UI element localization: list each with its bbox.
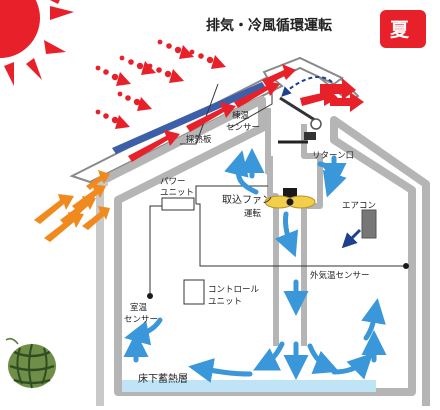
season-badge-label: 夏 [390, 19, 410, 41]
underfloor-storage [122, 380, 376, 392]
incoming-air-arrows [34, 170, 110, 242]
damper-motor [304, 132, 316, 140]
ac-airflow-arrow [341, 228, 362, 249]
outdoor-sensor-label: 外気温センサー [310, 270, 370, 281]
sun-rays [95, 39, 226, 129]
power-unit-label-1: パワー [160, 177, 186, 187]
ridge-sensor-dot [310, 118, 322, 130]
ray-7 [117, 91, 152, 111]
duct [265, 108, 323, 346]
storage-layer-label: 床下蓄熱層 [138, 372, 188, 385]
return-port-label: リターン口 [312, 151, 354, 161]
ray-2 [119, 55, 156, 75]
diagram-title: 排気・冷風循環運転 [206, 17, 332, 34]
heat-collector-label: 採熱板 [186, 134, 212, 145]
dashed-return-arrow [281, 76, 333, 97]
ridge-sensor-label-1: 棟温 [232, 110, 250, 121]
watermelon-icon [5, 337, 56, 389]
ray-3 [147, 63, 184, 83]
room-sensor-label-2: センサー [124, 315, 158, 325]
cool-air-arrows [123, 148, 387, 383]
control-unit [183, 279, 205, 305]
control-unit-label-2: ユニット [208, 297, 242, 307]
season-badge [380, 10, 426, 48]
ray-5 [189, 49, 226, 69]
sun-icon [0, 0, 74, 86]
fan-icon [264, 188, 316, 209]
outdoor-sensor-dot [403, 263, 409, 269]
air-conditioner-label: エアコン [342, 201, 376, 211]
heat-collector-plate [112, 82, 266, 154]
room-sensor-label-1: 室温 [130, 302, 148, 313]
roof-hot-air-arrows [128, 64, 296, 162]
ray-6 [95, 109, 130, 129]
control-unit-label-1: コントロール [208, 285, 260, 295]
exhaust-arrows [300, 78, 364, 112]
exhaust-flap [279, 96, 319, 124]
ridge-sensor-label-2: センサー [226, 123, 260, 133]
operation-label: 運転 [244, 209, 262, 219]
ray-1 [95, 65, 131, 86]
power-unit [161, 197, 195, 211]
intake-fan-label: 取込ファン [222, 194, 272, 206]
house-outline [98, 96, 430, 406]
ray-4 [157, 39, 194, 59]
power-unit-label-2: ユニット [160, 188, 194, 198]
room-sensor-dot [147, 293, 153, 299]
air-conditioner [361, 209, 377, 239]
